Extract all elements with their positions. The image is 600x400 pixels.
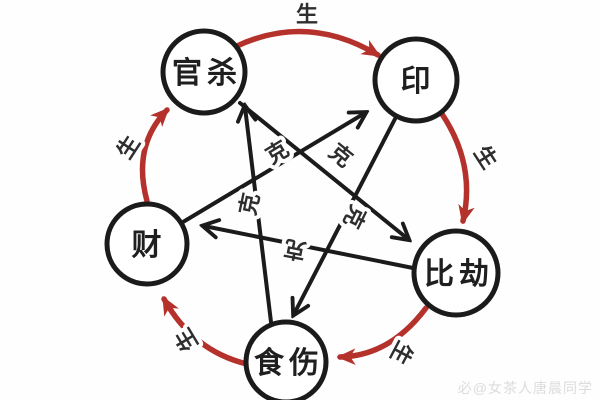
node-shishang-label: 食伤: [254, 346, 324, 380]
watermark-text: 必@女茶人唐晨同学: [458, 380, 593, 396]
overcome-arrow-shishang-to-guansha: [245, 107, 273, 324]
node-guansha-label: 官杀: [172, 57, 242, 90]
node-guansha-circle: [160, 28, 248, 116]
node-yin-circle: [372, 36, 460, 124]
generate-arrow-guansha-to-yin: [234, 28, 381, 58]
node-bijie: 比劫: [411, 228, 501, 318]
sheng-label-left: 生: [112, 131, 145, 163]
node-yin: 印: [372, 36, 460, 124]
sheng-label-top: 生: [296, 2, 318, 27]
ke-label-shishang-guansha: 克: [235, 191, 264, 218]
node-bijie-label: 比劫: [424, 258, 494, 291]
generate-arrow-yin-to-bijie: [439, 111, 475, 225]
node-guansha: 官杀: [160, 28, 248, 116]
overcome-arrow-bijie-to-cai: [204, 226, 415, 270]
ke-label-bijie-cai: 克: [282, 235, 308, 264]
node-shishang: 食伤: [243, 319, 329, 400]
node-cai: 财: [104, 201, 190, 287]
node-cai-circle: [104, 201, 190, 287]
node-bijie-circle: [411, 228, 501, 318]
generate-arrow-bijie-to-shishang: [336, 305, 429, 366]
sheng-label-right: 生: [469, 141, 502, 173]
overcome-arrow-cai-to-yin: [181, 113, 365, 224]
sheng-label-bottom-left: 生: [170, 324, 203, 356]
overcome-arrow-yin-to-shishang: [294, 115, 398, 314]
overcome-arrow-guansha-to-bijie: [238, 101, 408, 239]
ke-label-guansha-bijie: 克: [324, 139, 357, 172]
node-cai-label: 财: [132, 229, 167, 262]
node-yin-label: 印: [401, 65, 436, 98]
generate-arrow-shishang-to-cai: [161, 296, 250, 367]
node-shishang-circle: [243, 319, 329, 400]
generate-arrow-cai-to-guansha: [139, 107, 170, 204]
